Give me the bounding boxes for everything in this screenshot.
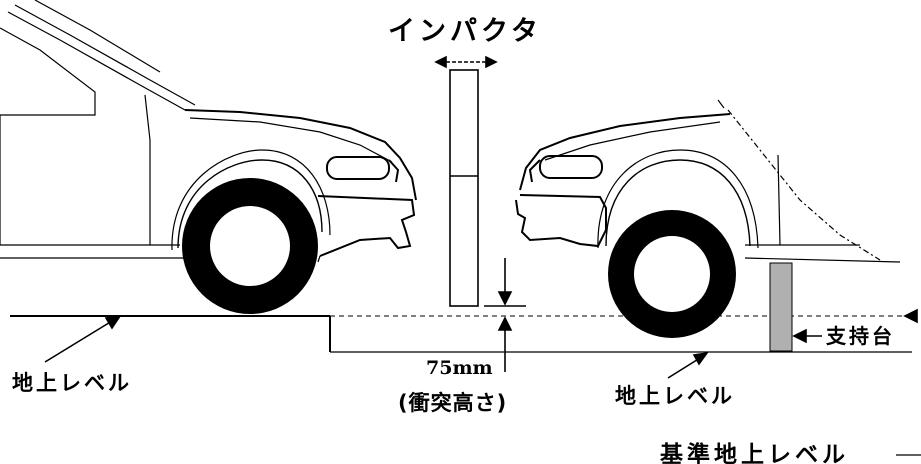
right-wheel <box>608 210 736 338</box>
impactor <box>449 69 479 307</box>
right-car-bumper <box>515 194 607 248</box>
support-stand <box>769 262 793 352</box>
left-car-hood <box>184 109 417 201</box>
left-car-windshield <box>7 11 186 111</box>
leader-arrows <box>44 308 921 456</box>
impactor-width-arrow <box>434 55 498 69</box>
right-rim <box>634 236 710 312</box>
right-ground-label: 地上レベル <box>615 384 735 408</box>
left-rim <box>210 206 290 286</box>
left-car-bumper <box>317 195 416 257</box>
left-car-headlight <box>326 156 390 180</box>
left-car-side-window <box>0 27 96 116</box>
impactor-body <box>449 69 479 307</box>
height-dimension <box>497 258 513 372</box>
reference-ground-label: 基準地上レベル <box>660 441 849 464</box>
right-car-wheel-arch <box>605 159 751 247</box>
right-car-hood <box>519 113 731 191</box>
support-label: 支持台 <box>826 324 895 348</box>
right-car-headlight <box>539 155 603 179</box>
impactor-label: インパクタ <box>388 16 542 47</box>
left-car-wheel-arch <box>177 159 323 249</box>
height-caption-label: (衝突高さ) <box>398 391 507 415</box>
left-ground-label: 地上レベル <box>12 371 132 395</box>
height-value-label: 75mm <box>426 357 493 379</box>
right-car-windshield <box>727 109 881 261</box>
left-car <box>0 0 417 263</box>
right-car <box>515 99 901 263</box>
ground-lines <box>10 305 912 353</box>
left-wheel <box>182 178 318 314</box>
